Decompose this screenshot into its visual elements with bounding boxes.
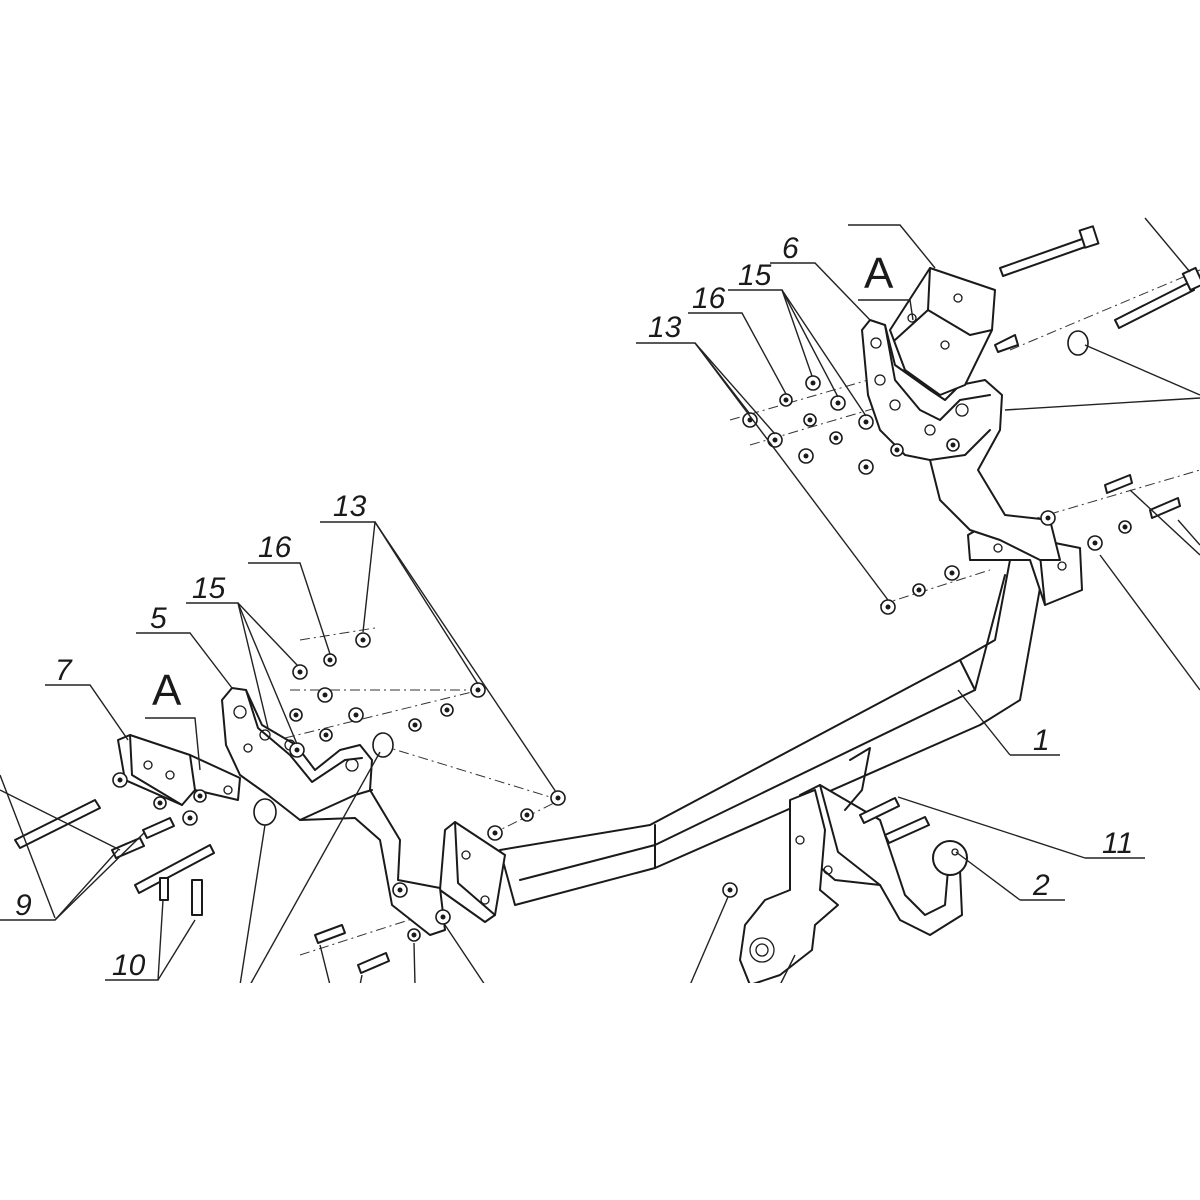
- bolts: [14, 225, 1200, 974]
- left-side-bracket: [221, 687, 446, 936]
- left-angle-bracket: [117, 734, 241, 806]
- callout-10: 10: [112, 949, 146, 982]
- callout-13-left: 13: [333, 490, 367, 523]
- view-marker-a-right: A: [864, 249, 894, 298]
- callout-9: 9: [15, 889, 32, 922]
- callout-2: 2: [1032, 869, 1050, 902]
- callout-16-left: 16: [258, 531, 292, 564]
- callout-7: 7: [55, 654, 73, 687]
- callout-15-right: 15: [738, 259, 772, 292]
- callout-1: 1: [1033, 724, 1050, 757]
- callout-13-right: 13: [648, 311, 682, 344]
- leader-lines: [0, 217, 1200, 986]
- nuts-washers: [112, 330, 1132, 942]
- callout-11: 11: [1102, 827, 1133, 860]
- view-marker-a-left: A: [152, 666, 182, 715]
- callout-labels: 13 16 15 5 7 9 10 1 11 2 13 16 15 6 A A: [15, 232, 1133, 982]
- right-side-bracket: [861, 319, 1061, 561]
- callout-5: 5: [150, 602, 167, 635]
- right-angle-bracket: [889, 267, 996, 396]
- callout-6: 6: [782, 232, 799, 265]
- callout-15-left: 15: [192, 572, 226, 605]
- center-lines: [284, 244, 1200, 956]
- left-end-plate: [439, 821, 506, 923]
- top-crop-mask: [0, 0, 1200, 212]
- callout-16-right: 16: [692, 282, 726, 315]
- socket-plate: [739, 747, 871, 986]
- bottom-crop-mask: [0, 983, 1200, 1200]
- towball-assembly: [799, 784, 968, 936]
